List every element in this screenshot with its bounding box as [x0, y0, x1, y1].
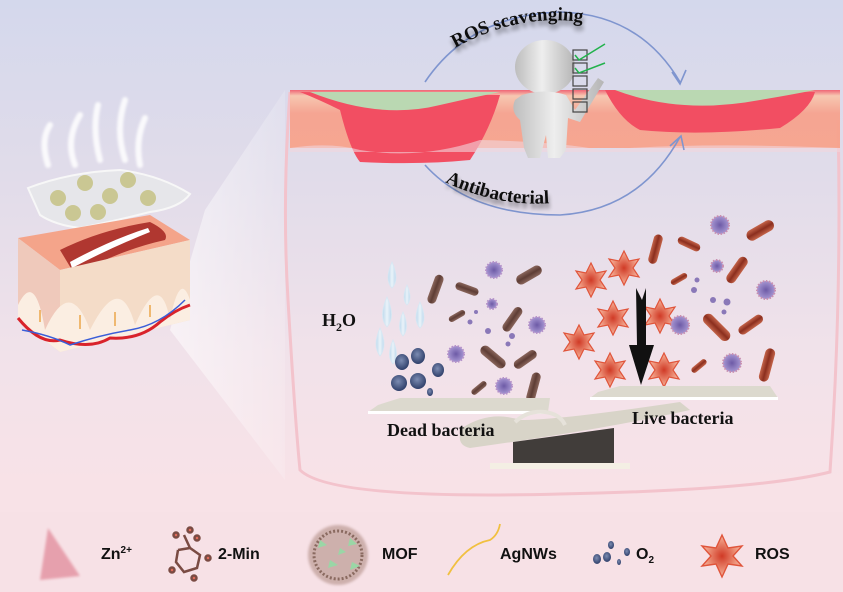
molecule-icon — [168, 526, 212, 582]
detail-panel-outline — [283, 91, 841, 497]
water-droplets — [375, 261, 425, 365]
oxygen-bubbles-icon — [593, 541, 630, 565]
legend-label-min: 2-Min — [218, 546, 260, 563]
ros-stars — [563, 250, 680, 388]
down-arrow-icon — [629, 288, 654, 385]
small-virus-dots — [467, 310, 515, 347]
live-bacteria-label: Live bacteria — [632, 408, 733, 428]
legend-label-o2: O2 — [636, 546, 654, 566]
legend: Zn2+ 2-Min MOF AgNWs O2 ROS — [40, 523, 790, 585]
legend-label-mof: MOF — [382, 546, 418, 563]
legend-label-ros: ROS — [755, 546, 790, 563]
legend-background — [0, 512, 843, 592]
live-viruses — [670, 215, 776, 373]
legend-label-zn: Zn2+ — [101, 545, 132, 563]
magnification-beam — [170, 90, 285, 480]
person-checklist-icon — [513, 40, 606, 158]
dead-bacteria — [427, 265, 542, 402]
ros-scavenging-label: ROS scavenging — [448, 4, 585, 52]
legend-label-agnws: AgNWs — [500, 546, 557, 563]
balance-scale — [368, 386, 778, 469]
pink-triangle-icon — [40, 528, 80, 580]
ros-star-icon — [700, 533, 744, 579]
cycle-arrows — [424, 11, 687, 216]
antibacterial-label: Antibacterial — [443, 168, 550, 209]
vapor-arrows-icon — [41, 97, 148, 168]
skin-model — [16, 97, 192, 352]
oxygen-bubbles — [391, 348, 444, 396]
live-bacteria — [648, 220, 776, 382]
dead-viruses — [447, 261, 546, 395]
dead-bacteria-label: Dead bacteria — [387, 420, 494, 440]
mof-cluster-icon — [308, 525, 368, 585]
nanowire-icon — [447, 523, 501, 576]
live-small-virus-dots — [691, 277, 731, 315]
water-label: H2O — [322, 310, 356, 334]
mof-particles — [50, 172, 156, 221]
